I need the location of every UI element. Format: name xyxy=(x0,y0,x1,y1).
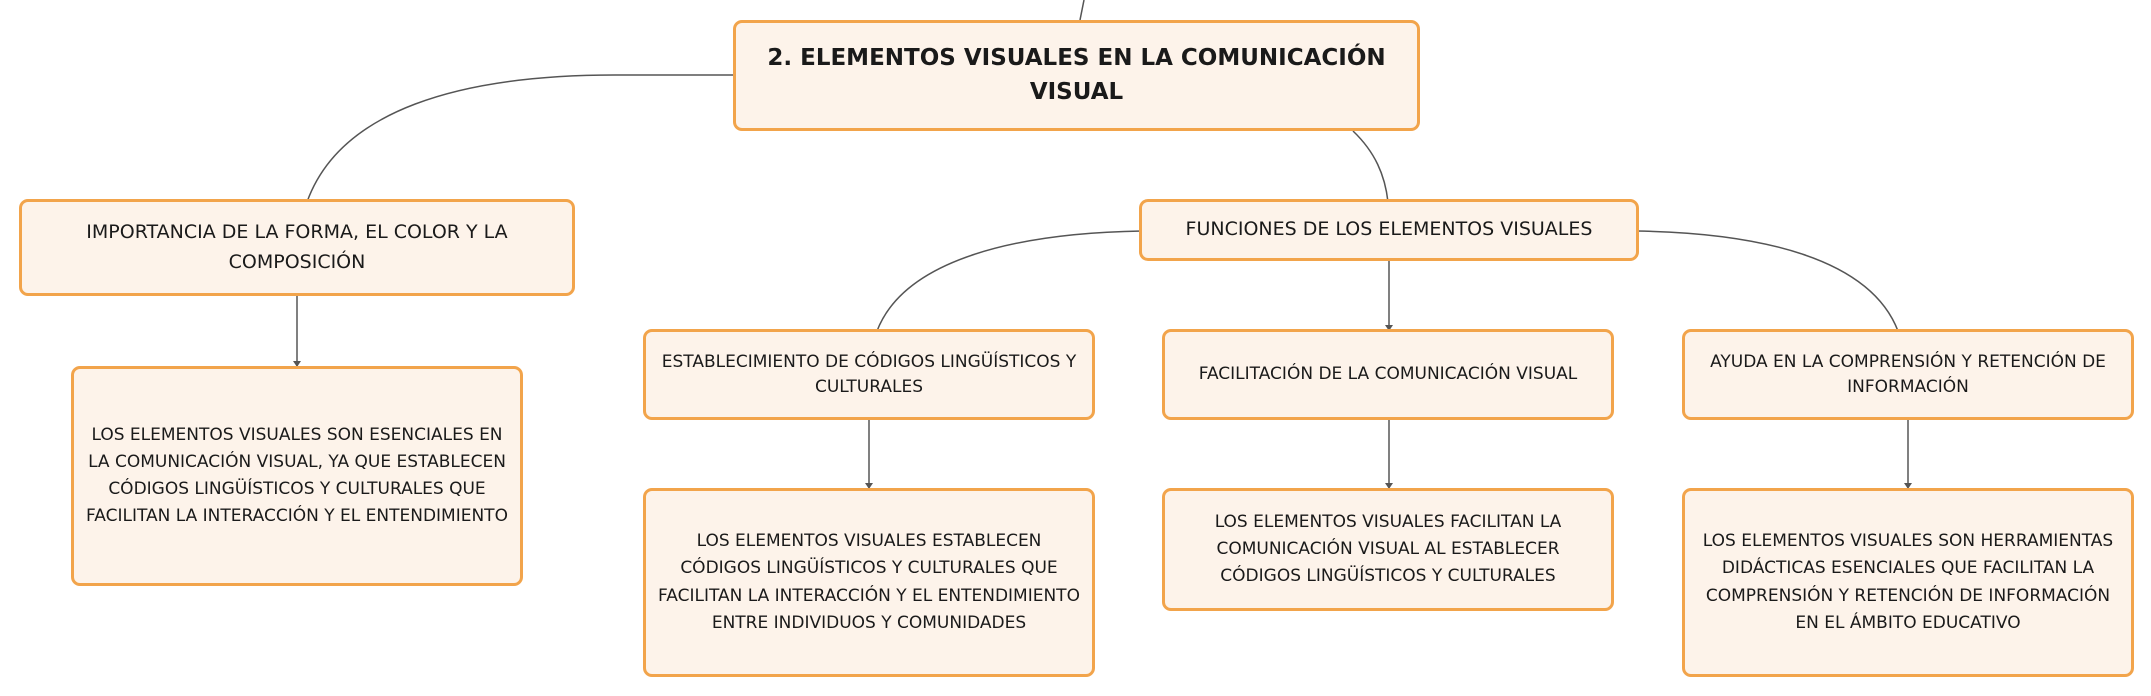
subtopic-codigos[interactable]: ESTABLECIMIENTO DE CÓDIGOS LINGÜÍSTICOS … xyxy=(643,329,1095,420)
topic-funciones-label: FUNCIONES DE LOS ELEMENTOS VISUALES xyxy=(1185,218,1593,241)
topic-funciones[interactable]: FUNCIONES DE LOS ELEMENTOS VISUALES xyxy=(1139,199,1639,261)
subtopic-codigos-label: ESTABLECIMIENTO DE CÓDIGOS LINGÜÍSTICOS … xyxy=(661,351,1077,397)
connector-parent-to-root xyxy=(1079,0,1085,21)
connector-root-to-importancia xyxy=(306,74,736,203)
arrowhead-item-2-detail xyxy=(1385,483,1393,489)
subtopic-comprension-detail-text: LOS ELEMENTOS VISUALES SON HERRAMIENTAS … xyxy=(1702,531,2114,633)
subtopic-facilitacion-label: FACILITACIÓN DE LA COMUNICACIÓN VISUAL xyxy=(1198,364,1578,385)
subtopic-facilitacion-detail[interactable]: LOS ELEMENTOS VISUALES FACILITAN LA COMU… xyxy=(1162,488,1614,611)
topic-importancia-detail[interactable]: LOS ELEMENTOS VISUALES SON ESENCIALES EN… xyxy=(71,366,523,586)
connector-root-to-funciones xyxy=(1352,130,1389,203)
root-topic[interactable]: 2. ELEMENTOS VISUALES EN LA COMUNICACIÓN… xyxy=(733,20,1420,131)
subtopic-codigos-detail[interactable]: LOS ELEMENTOS VISUALES ESTABLECEN CÓDIGO… xyxy=(643,488,1095,677)
subtopic-comprension-detail[interactable]: LOS ELEMENTOS VISUALES SON HERRAMIENTAS … xyxy=(1682,488,2134,677)
arrowhead-importancia-detail xyxy=(293,361,301,367)
root-topic-label: 2. ELEMENTOS VISUALES EN LA COMUNICACIÓN… xyxy=(767,45,1386,105)
topic-importancia[interactable]: IMPORTANCIA DE LA FORMA, EL COLOR Y LA C… xyxy=(19,199,575,296)
topic-importancia-detail-text: LOS ELEMENTOS VISUALES SON ESENCIALES EN… xyxy=(86,424,508,527)
subtopic-comprension[interactable]: AYUDA EN LA COMPRENSIÓN Y RETENCIÓN DE I… xyxy=(1682,329,2134,420)
subtopic-codigos-detail-text: LOS ELEMENTOS VISUALES ESTABLECEN CÓDIGO… xyxy=(658,531,1080,633)
subtopic-facilitacion[interactable]: FACILITACIÓN DE LA COMUNICACIÓN VISUAL xyxy=(1162,329,1614,420)
topic-importancia-label: IMPORTANCIA DE LA FORMA, EL COLOR Y LA C… xyxy=(86,221,508,273)
arrowhead-item-3-detail xyxy=(1904,483,1912,489)
arrowhead-item-1-detail xyxy=(865,483,873,489)
arrowhead-item-2 xyxy=(1385,325,1393,331)
subtopic-facilitacion-detail-text: LOS ELEMENTOS VISUALES FACILITAN LA COMU… xyxy=(1214,511,1562,587)
subtopic-comprension-label: AYUDA EN LA COMPRENSIÓN Y RETENCIÓN DE I… xyxy=(1710,351,2106,397)
connector-funciones-to-item-1 xyxy=(876,230,1143,332)
connector-funciones-to-item-3 xyxy=(1636,230,1899,332)
